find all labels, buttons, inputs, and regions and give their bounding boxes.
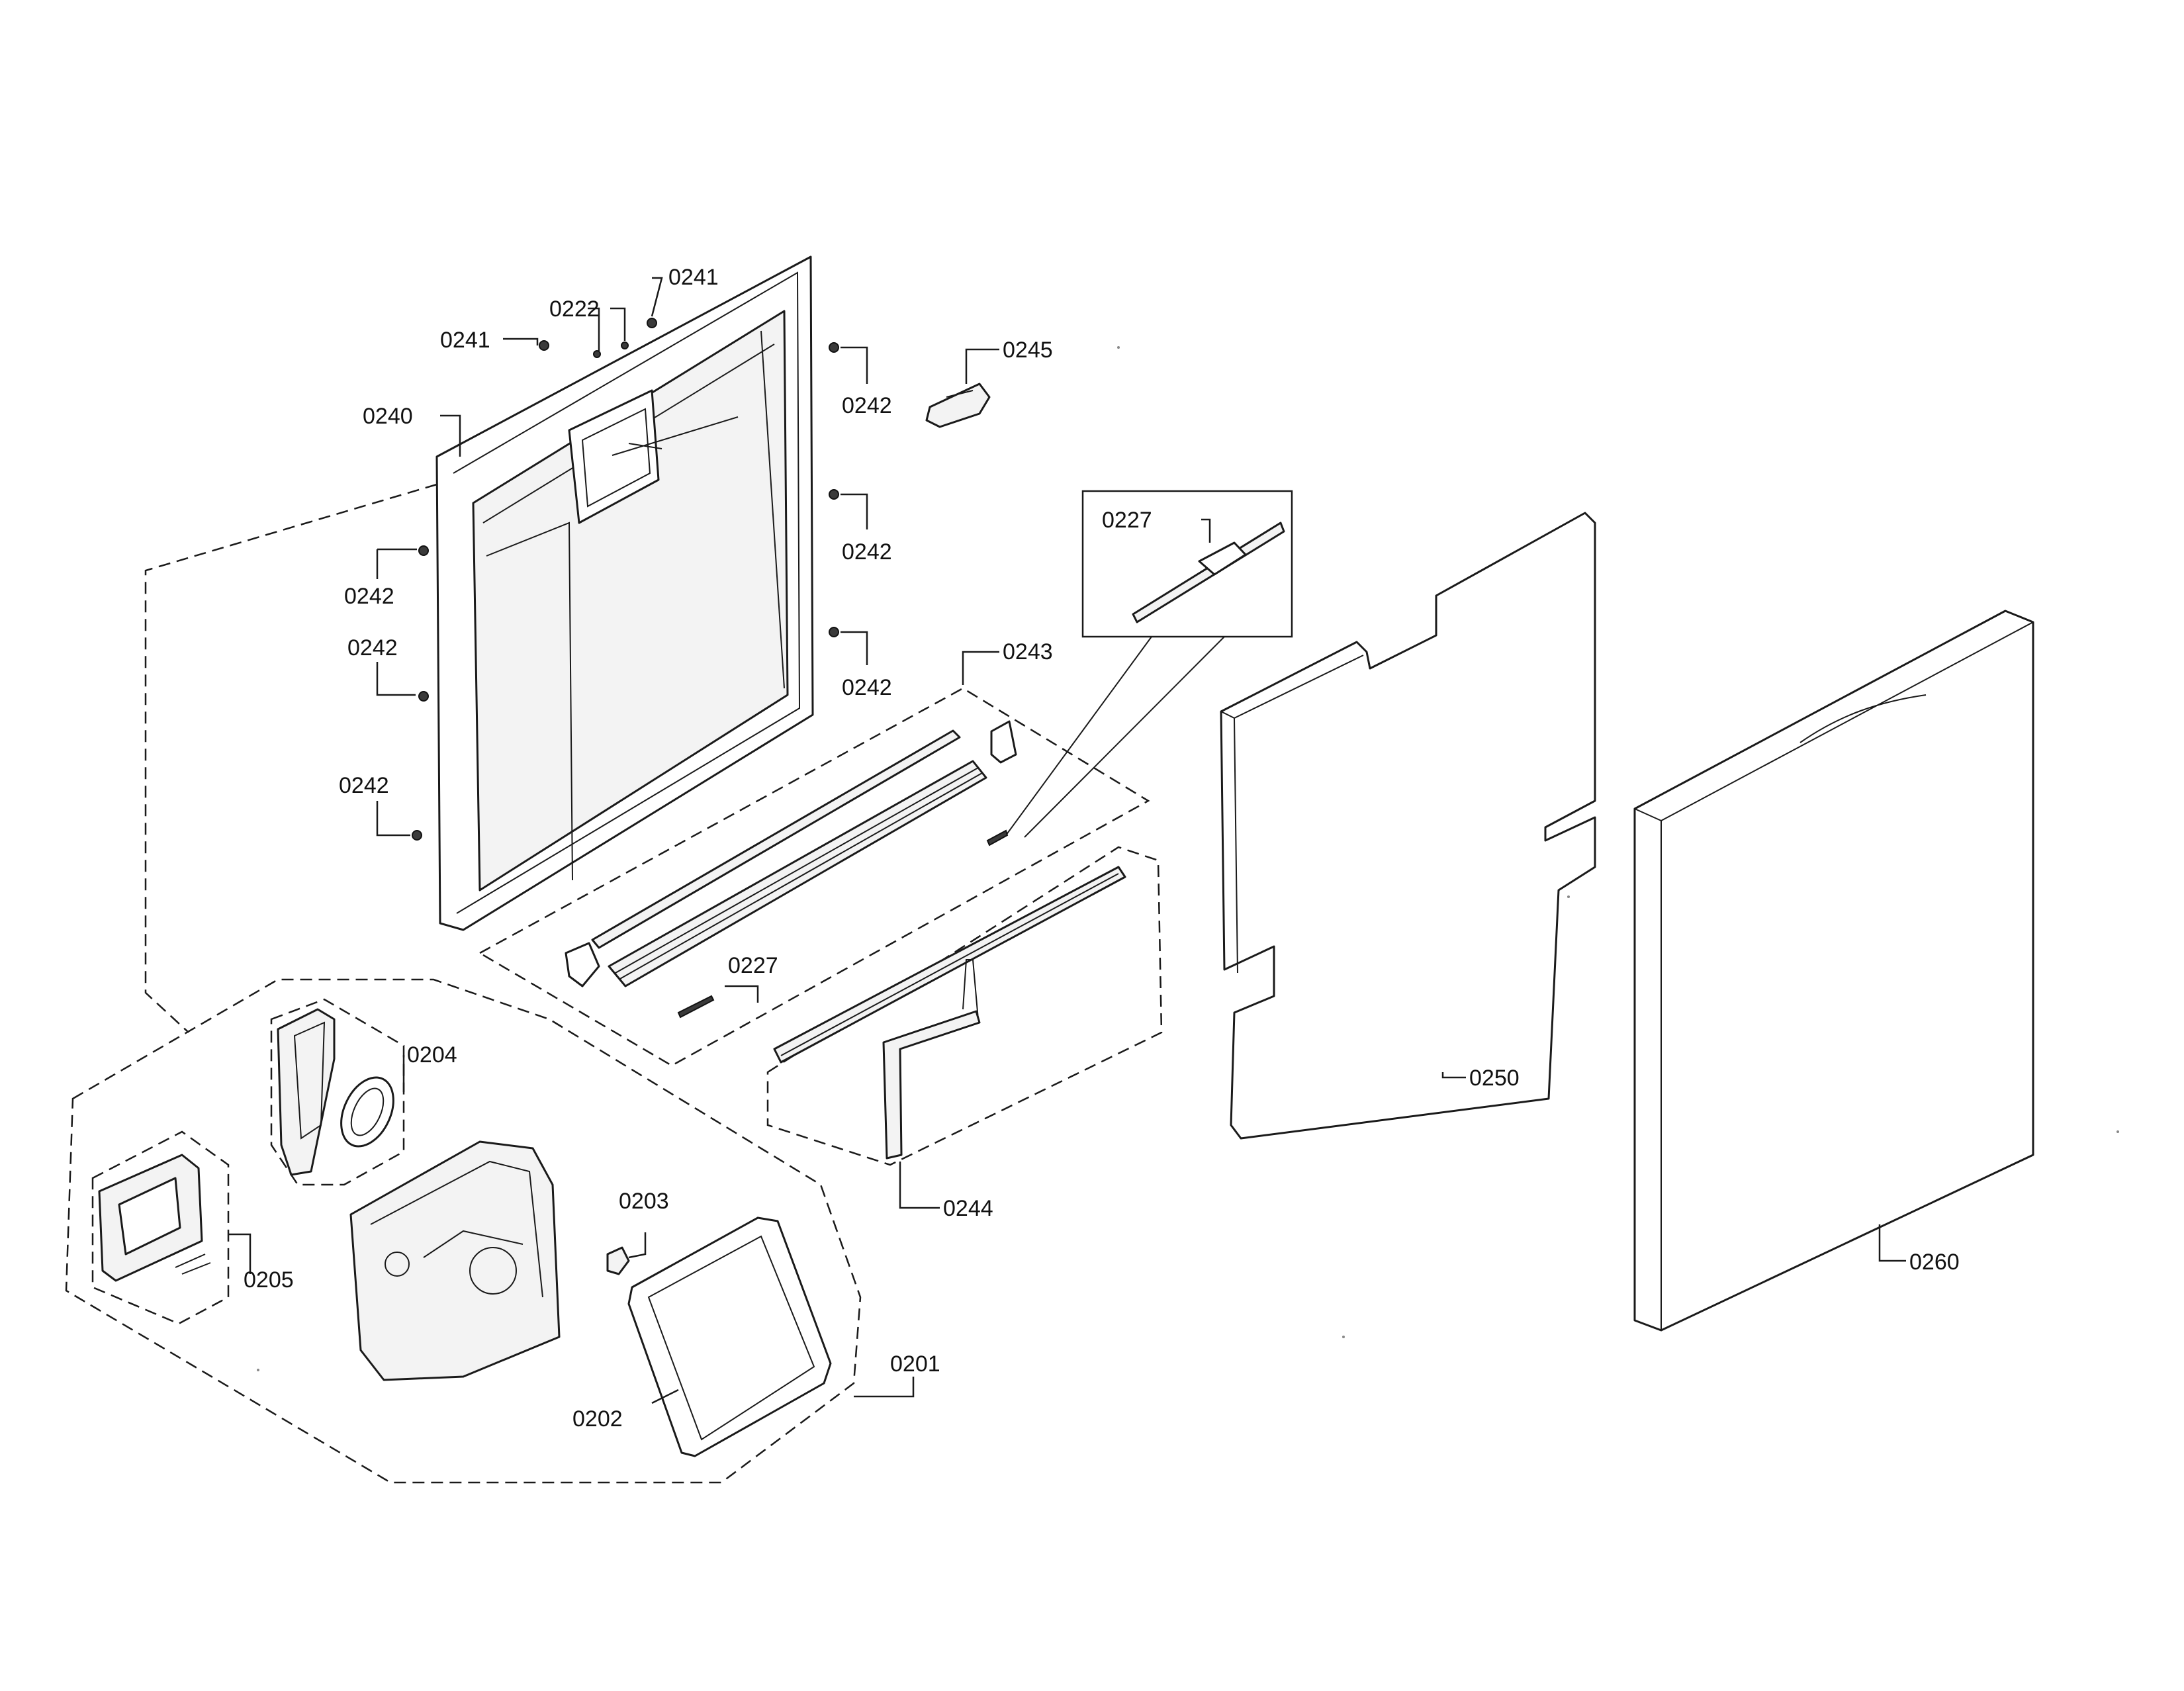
callout-0242-f: 0242 (842, 675, 892, 700)
callout-0204: 0204 (407, 1042, 457, 1068)
callout-0241-left: 0241 (440, 328, 490, 353)
callout-0244: 0244 (943, 1196, 993, 1221)
callout-0260: 0260 (1909, 1250, 1960, 1275)
door-inner-liner-0240 (435, 255, 814, 931)
callout-0227-rail: 0227 (728, 953, 778, 978)
callout-0201: 0201 (890, 1351, 940, 1377)
bracket-rail-0244 (773, 866, 1126, 1160)
callout-0242-b: 0242 (347, 635, 398, 661)
hinge-clip-0245 (925, 383, 991, 428)
group-outline-door-inner (144, 483, 437, 1033)
insulation-panel-0250 (1220, 512, 1596, 1140)
dispenser-cover-0204 (277, 1008, 394, 1176)
leader-lines (228, 277, 1906, 1404)
callout-0240: 0240 (363, 404, 413, 429)
callout-0205: 0205 (244, 1267, 294, 1293)
detail-clip-0227 (1132, 522, 1285, 623)
group-outline-0244 (766, 846, 1163, 1166)
callout-0242-e: 0242 (842, 539, 892, 565)
screw-0241-icons (539, 318, 657, 358)
detail-leader-lines (1005, 636, 1225, 838)
screw-0242-icons (412, 342, 839, 841)
trim-rail-0243 (565, 720, 1017, 1019)
dispenser-module-0201 (349, 1140, 561, 1381)
scan-specks (257, 346, 2119, 1371)
callout-0202: 0202 (572, 1406, 623, 1432)
group-outline-0204 (270, 998, 405, 1186)
callout-0242-d: 0242 (842, 393, 892, 418)
group-outline-0205 (91, 1130, 230, 1325)
callout-0245: 0245 (1003, 338, 1053, 363)
callout-0250: 0250 (1469, 1066, 1520, 1091)
callout-0227-detail: 0227 (1102, 508, 1152, 533)
callout-0241-top: 0241 (668, 265, 719, 290)
callout-0242-a: 0242 (344, 584, 394, 609)
seal-frame-0202 (627, 1216, 832, 1457)
callout-0222: 0222 (549, 297, 600, 322)
control-board-0205 (98, 1154, 211, 1282)
group-outline-0201 (65, 978, 862, 1484)
callout-0203: 0203 (619, 1189, 669, 1214)
callout-0243: 0243 (1003, 639, 1053, 664)
outer-door-panel-0260 (1633, 610, 2034, 1332)
detail-box-0227 (1081, 490, 1293, 638)
callout-0242-c: 0242 (339, 773, 389, 798)
clip-0203 (606, 1246, 630, 1275)
group-outline-0243 (478, 687, 1150, 1067)
